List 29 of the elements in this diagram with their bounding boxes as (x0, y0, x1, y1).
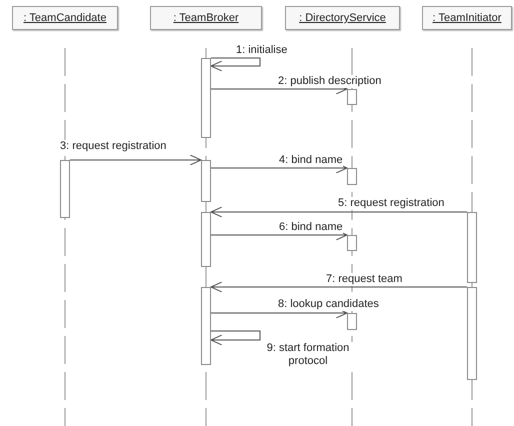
activation-bar (201, 287, 211, 365)
message-arrow (210, 162, 348, 174)
activation-bar (347, 235, 357, 251)
message-label: 3: request registration (60, 140, 166, 153)
message-label: 4: bind name (279, 154, 343, 167)
message-label: 8: lookup candidates (278, 298, 379, 311)
message-arrow (210, 206, 468, 218)
message-label: 5: request registration (338, 197, 444, 210)
object-box: : TeamBroker (150, 6, 262, 30)
object-box: : DirectoryService (285, 6, 400, 30)
activation-bar (347, 168, 357, 185)
message-arrow (210, 230, 348, 240)
activation-bar (467, 287, 477, 380)
activation-bar (347, 313, 357, 330)
activation-bar (201, 212, 211, 267)
message-label: 7: request team (326, 273, 402, 286)
object-box: : TeamInitiator (422, 6, 512, 30)
message-label: 6: bind name (279, 221, 343, 234)
activation-bar (60, 160, 70, 218)
message-arrow (210, 282, 468, 292)
message-arrow (210, 330, 260, 346)
activation-bar (467, 212, 477, 283)
activation-bar (347, 89, 357, 105)
message-label: 2: publish description (278, 75, 382, 88)
message-arrow (210, 58, 260, 72)
activation-bar (201, 58, 211, 138)
object-box: : TeamCandidate (12, 6, 118, 30)
message-arrow (70, 154, 202, 166)
activation-bar (201, 160, 211, 202)
